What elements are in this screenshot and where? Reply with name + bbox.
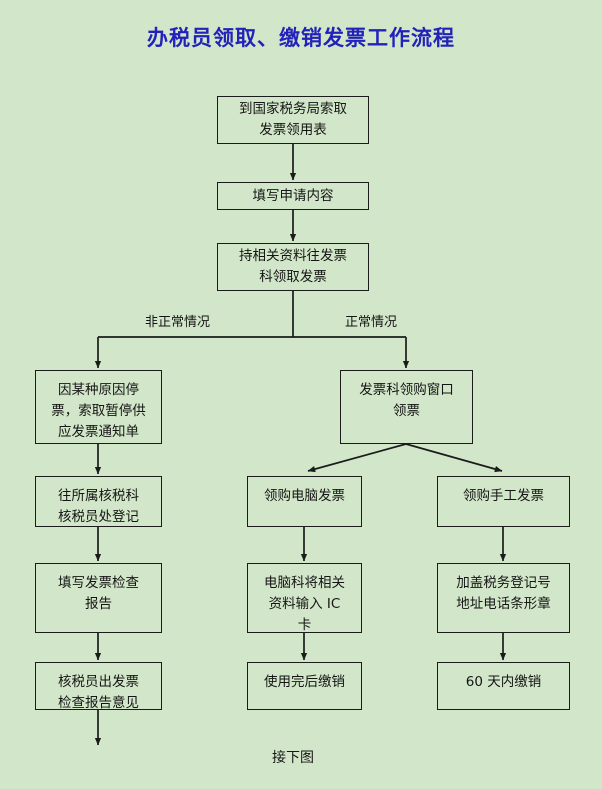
- node-label: 加盖税务登记号 地址电话条形章: [456, 575, 551, 612]
- node-label: 发票科领购窗口 领票: [359, 382, 454, 419]
- node-label: 核税员出发票 检查报告意见: [58, 674, 139, 711]
- node-auditor-opinion: 核税员出发票 检查报告意见: [35, 662, 162, 711]
- node-cancel-within-60-days: 60 天内缴销: [437, 662, 570, 710]
- node-label: 持相关资料往发票 科领取发票: [239, 248, 347, 285]
- connector-n5-n7: [307, 443, 407, 473]
- node-collect-invoice: 持相关资料往发票 科领取发票: [217, 243, 369, 291]
- node-fill-inspection-report: 填写发票检查 报告: [35, 563, 162, 633]
- connector-n5-n8: [405, 443, 503, 473]
- node-label: 领购手工发票: [463, 488, 544, 504]
- page-title: 办税员领取、缴销发票工作流程: [147, 26, 455, 50]
- node-buy-manual-invoice: 领购手工发票: [437, 476, 570, 527]
- node-label: 往所属核税科 核税员处登记: [58, 488, 139, 525]
- node-label: 到国家税务局索取 发票领用表: [239, 101, 347, 138]
- node-input-ic-card: 电脑科将相关 资料输入 IC 卡: [247, 563, 362, 633]
- node-fill-application: 填写申请内容: [217, 182, 369, 210]
- node-register-with-auditor: 往所属核税科 核税员处登记: [35, 476, 162, 527]
- node-purchase-window: 发票科领购窗口 领票: [340, 370, 473, 444]
- node-stamp-registration: 加盖税务登记号 地址电话条形章: [437, 563, 570, 633]
- node-label: 领购电脑发票: [264, 488, 345, 504]
- edge-label-abnormal: 非正常情况: [145, 315, 211, 330]
- node-request-form: 到国家税务局索取 发票领用表: [217, 96, 369, 144]
- node-cancel-after-use: 使用完后缴销: [247, 662, 362, 710]
- node-suspension-notice: 因某种原因停 票，索取暂停供 应发票通知单: [35, 370, 162, 444]
- node-label: 电脑科将相关 资料输入 IC 卡: [264, 575, 345, 633]
- edge-label-normal: 正常情况: [345, 315, 398, 330]
- continuation-note: 接下图: [272, 750, 314, 766]
- node-buy-computer-invoice: 领购电脑发票: [247, 476, 362, 527]
- node-label: 因某种原因停 票，索取暂停供 应发票通知单: [51, 382, 146, 440]
- node-label: 使用完后缴销: [264, 674, 345, 690]
- node-label: 60 天内缴销: [465, 674, 542, 690]
- node-label: 填写申请内容: [252, 187, 334, 204]
- node-label: 填写发票检查 报告: [58, 575, 139, 612]
